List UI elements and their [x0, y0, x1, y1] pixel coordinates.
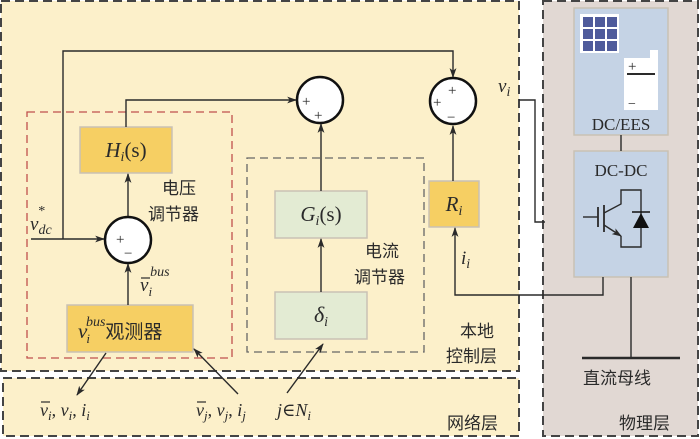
network-out-arrow: [76, 352, 107, 396]
solar-cell: [595, 41, 605, 51]
svg-text:+: +: [433, 95, 441, 111]
current-regulator-label: 电流 调节器: [354, 242, 405, 288]
delta-label: δi: [314, 302, 328, 330]
solar-cell: [607, 41, 617, 51]
network-layer: [2, 377, 520, 437]
neighbor-arrow: [286, 343, 324, 394]
solar-cell: [583, 17, 593, 27]
delta-block: [274, 291, 368, 340]
physical-layer-label: 物理层: [619, 414, 670, 434]
ii-label: ii: [461, 248, 470, 272]
solar-cell: [583, 29, 593, 39]
svg-text:−: −: [628, 97, 636, 112]
observer-block: [66, 304, 194, 353]
observer-label: vibus观测器: [78, 315, 162, 346]
neighbor-set-label: j∈Ni: [275, 400, 311, 423]
svg-text:+: +: [314, 108, 322, 124]
Hi-block: [79, 126, 173, 174]
vi-label: vi: [498, 76, 510, 100]
summing-junction-1: + −: [103, 215, 153, 265]
voltage-regulator-group: [26, 111, 233, 359]
solar-cell: [607, 17, 617, 27]
Ri-label: Ri: [445, 192, 463, 219]
Hi-label: Hi(s): [104, 138, 146, 165]
svg-text:vi, vi, ii: vi, vi, ii: [40, 400, 90, 423]
local-layer-label: 本地 控制层: [446, 322, 499, 367]
svg-text:−: −: [447, 110, 455, 126]
vdc-ref-label: vdc*: [30, 204, 52, 238]
dc-bus-label: 直流母线: [583, 369, 651, 389]
svg-text:+: +: [628, 59, 636, 75]
network-incoming-label: vj, vj, ij: [196, 400, 246, 423]
solar-cell: [583, 41, 593, 51]
current-feedback-wire: [451, 227, 604, 296]
Gi-label: Gi(s): [300, 202, 341, 229]
network-outgoing-label: vi, vi, ii: [40, 400, 90, 423]
solar-cell: [595, 17, 605, 27]
voltage-output-wire: [519, 99, 545, 223]
dc-ees-label: DC/EES: [592, 115, 651, 134]
observer-output-label: vibus: [140, 265, 170, 299]
diode-icon: [632, 211, 650, 228]
summing-junction-2: + +: [295, 75, 345, 125]
Hi-to-sj2-wire: [125, 96, 297, 127]
battery-icon: + −: [624, 50, 658, 112]
Ri-block: [428, 180, 480, 228]
summing-junction-3: + + −: [428, 76, 478, 126]
svg-text:+: +: [302, 94, 310, 110]
feedforward-wire: [62, 50, 457, 239]
solar-cell: [607, 29, 617, 39]
Gi-block: [274, 190, 368, 239]
solar-panel-icon: [580, 14, 619, 53]
igbt-icon: [583, 189, 642, 248]
svg-text:vibus: vibus: [140, 265, 170, 299]
network-layer-label: 网络层: [447, 414, 498, 434]
svg-text:−: −: [124, 246, 132, 262]
network-in-arrow: [193, 348, 239, 395]
svg-text:vj, vj, ij: vj, vj, ij: [196, 400, 246, 423]
current-regulator-group: [246, 157, 425, 353]
solar-cell: [595, 29, 605, 39]
svg-text:+: +: [448, 83, 456, 99]
dc-dc-box: [573, 150, 669, 278]
svg-text:+: +: [116, 232, 124, 248]
voltage-regulator-label: 电压 调节器: [148, 179, 201, 225]
dc-dc-label: DC-DC: [595, 161, 648, 180]
